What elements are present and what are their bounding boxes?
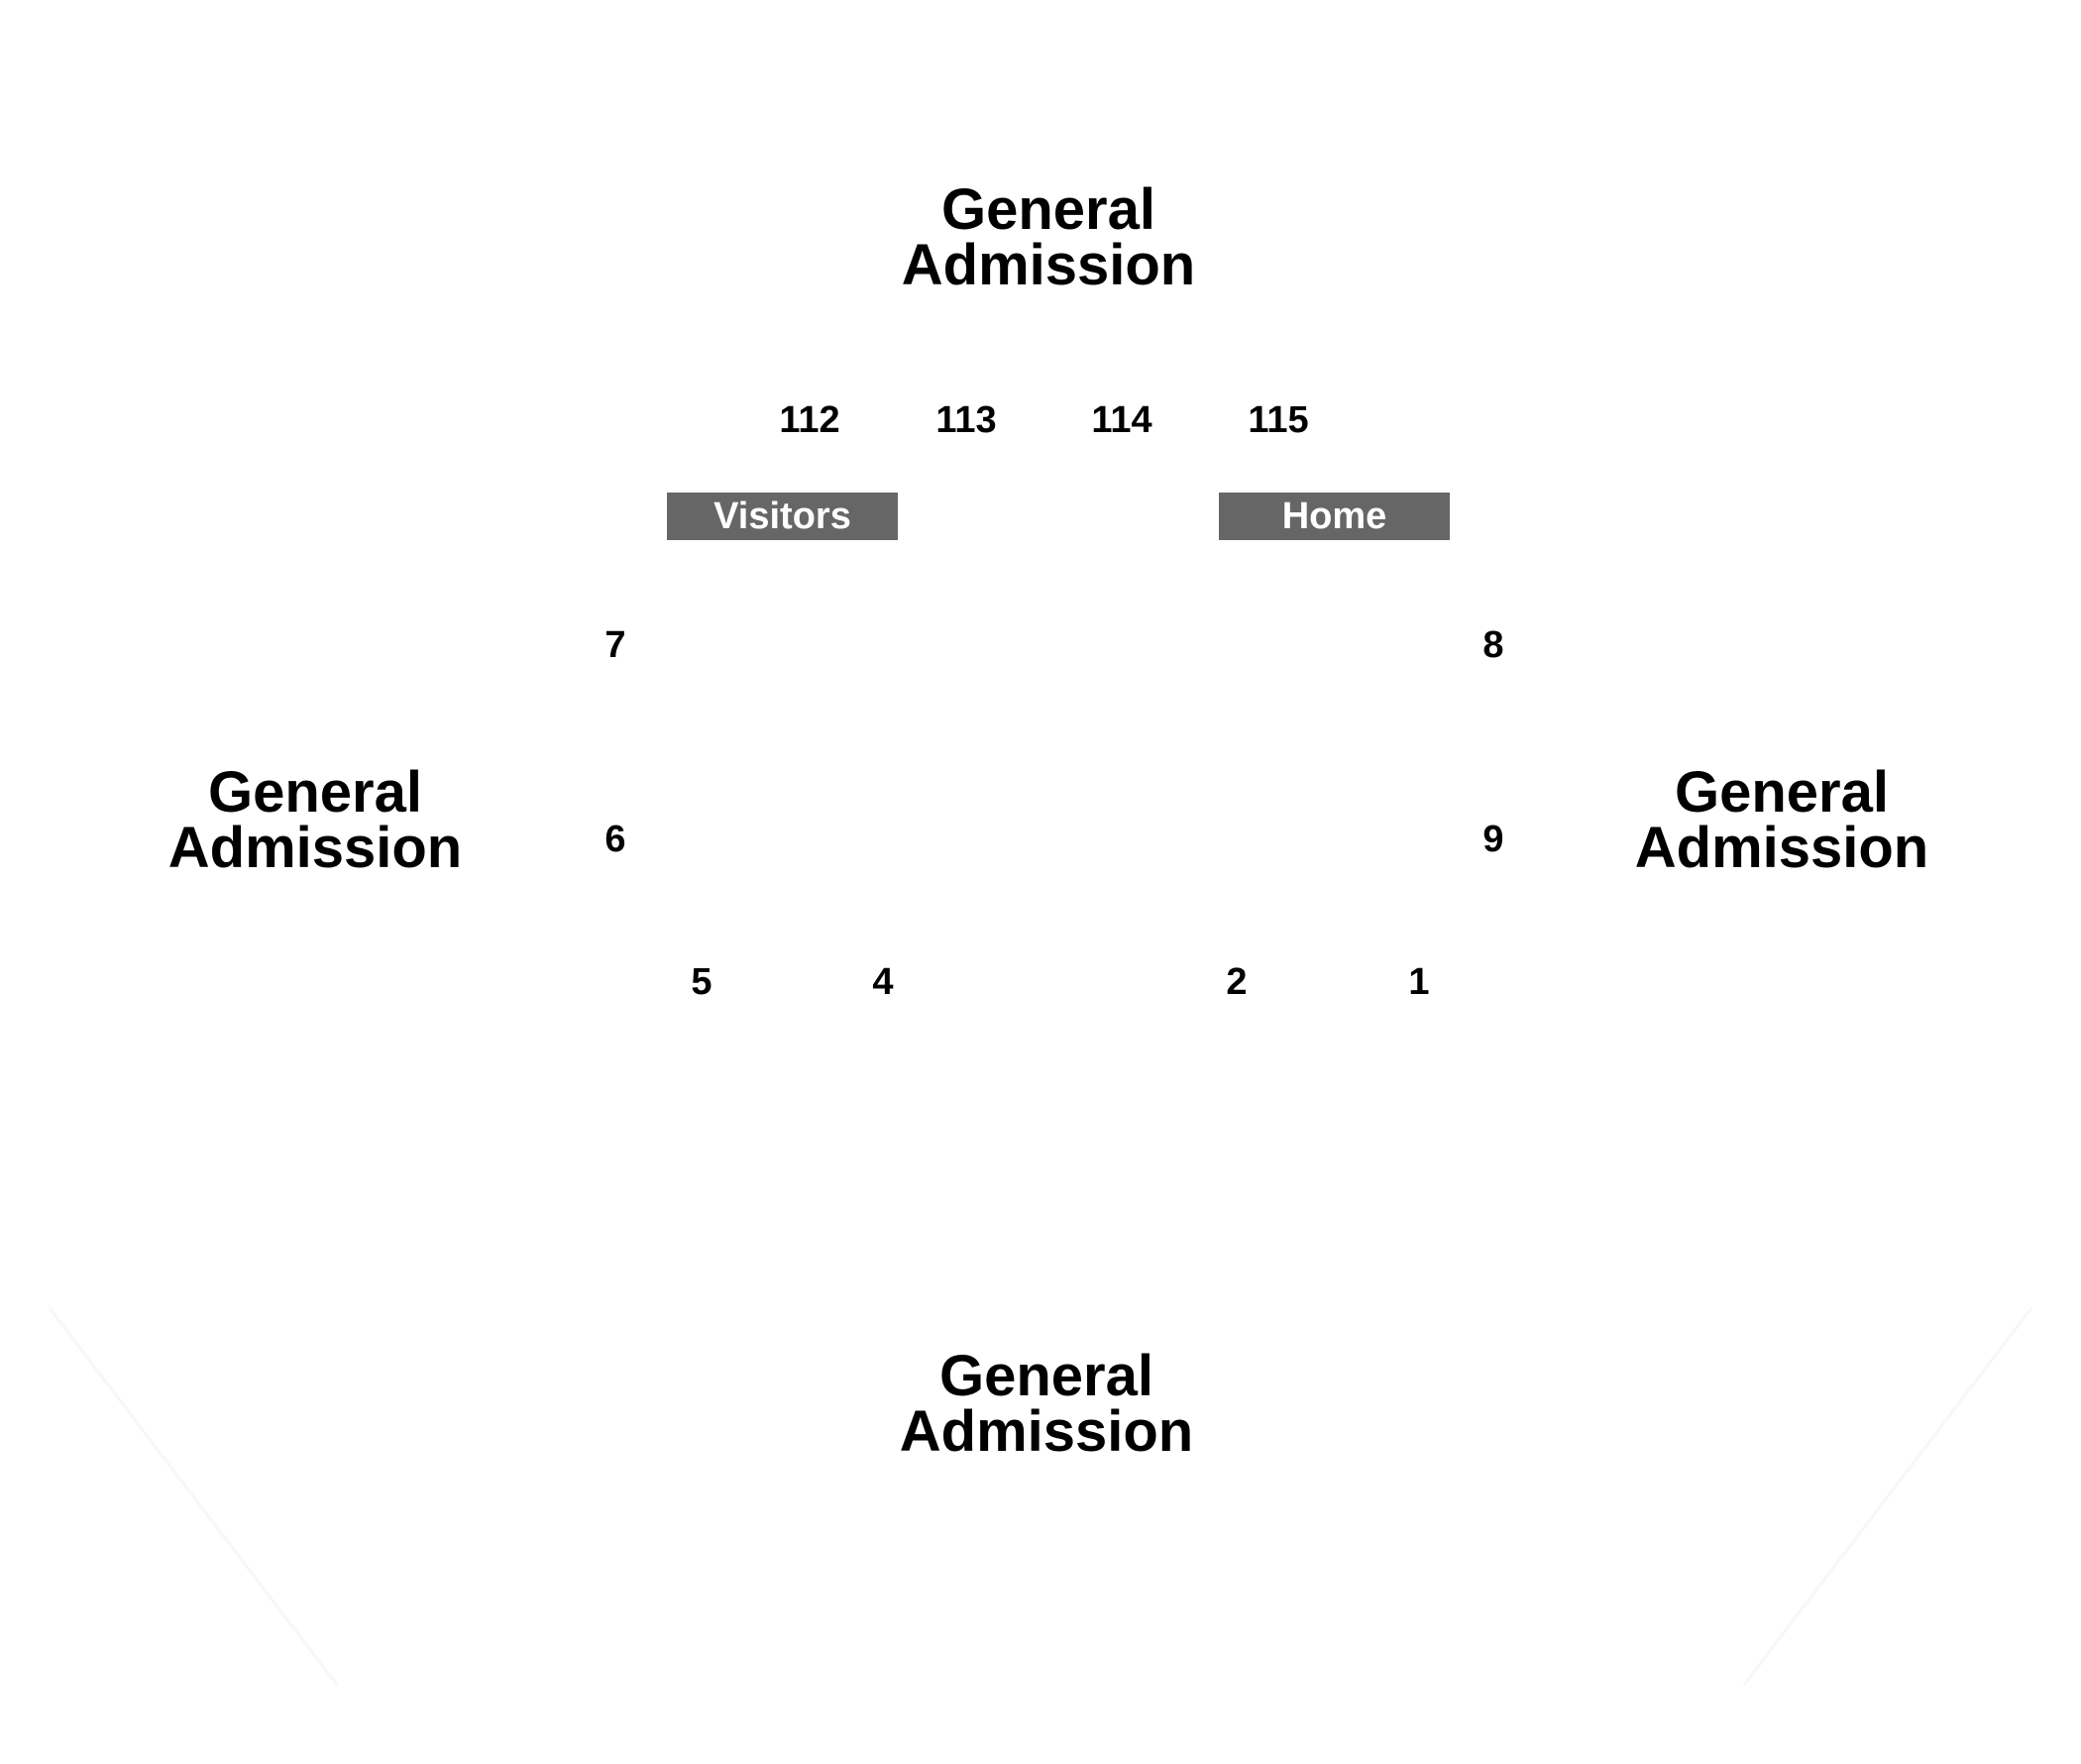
- general-admission-bottom[interactable]: General Admission: [899, 1344, 1194, 1464]
- visitors-dugout: Visitors: [667, 493, 898, 540]
- general-admission-top[interactable]: General Admission: [901, 177, 1196, 297]
- section-112[interactable]: 112: [779, 399, 840, 441]
- section-2[interactable]: 2: [1226, 961, 1248, 1003]
- section-1[interactable]: 1: [1408, 961, 1430, 1003]
- section-114[interactable]: 114: [1091, 399, 1152, 441]
- section-8[interactable]: 8: [1482, 624, 1504, 666]
- section-6[interactable]: 6: [604, 819, 626, 860]
- right-foul-line: [1742, 1307, 2033, 1686]
- section-4[interactable]: 4: [872, 961, 894, 1003]
- section-113[interactable]: 113: [935, 399, 997, 441]
- section-9[interactable]: 9: [1482, 819, 1504, 860]
- section-7[interactable]: 7: [604, 624, 626, 666]
- general-admission-left[interactable]: General Admission: [167, 760, 463, 880]
- home-dugout: Home: [1219, 493, 1450, 540]
- left-foul-line: [48, 1307, 339, 1686]
- general-admission-right[interactable]: General Admission: [1634, 760, 1929, 880]
- section-115[interactable]: 115: [1248, 399, 1309, 441]
- section-5[interactable]: 5: [691, 961, 712, 1003]
